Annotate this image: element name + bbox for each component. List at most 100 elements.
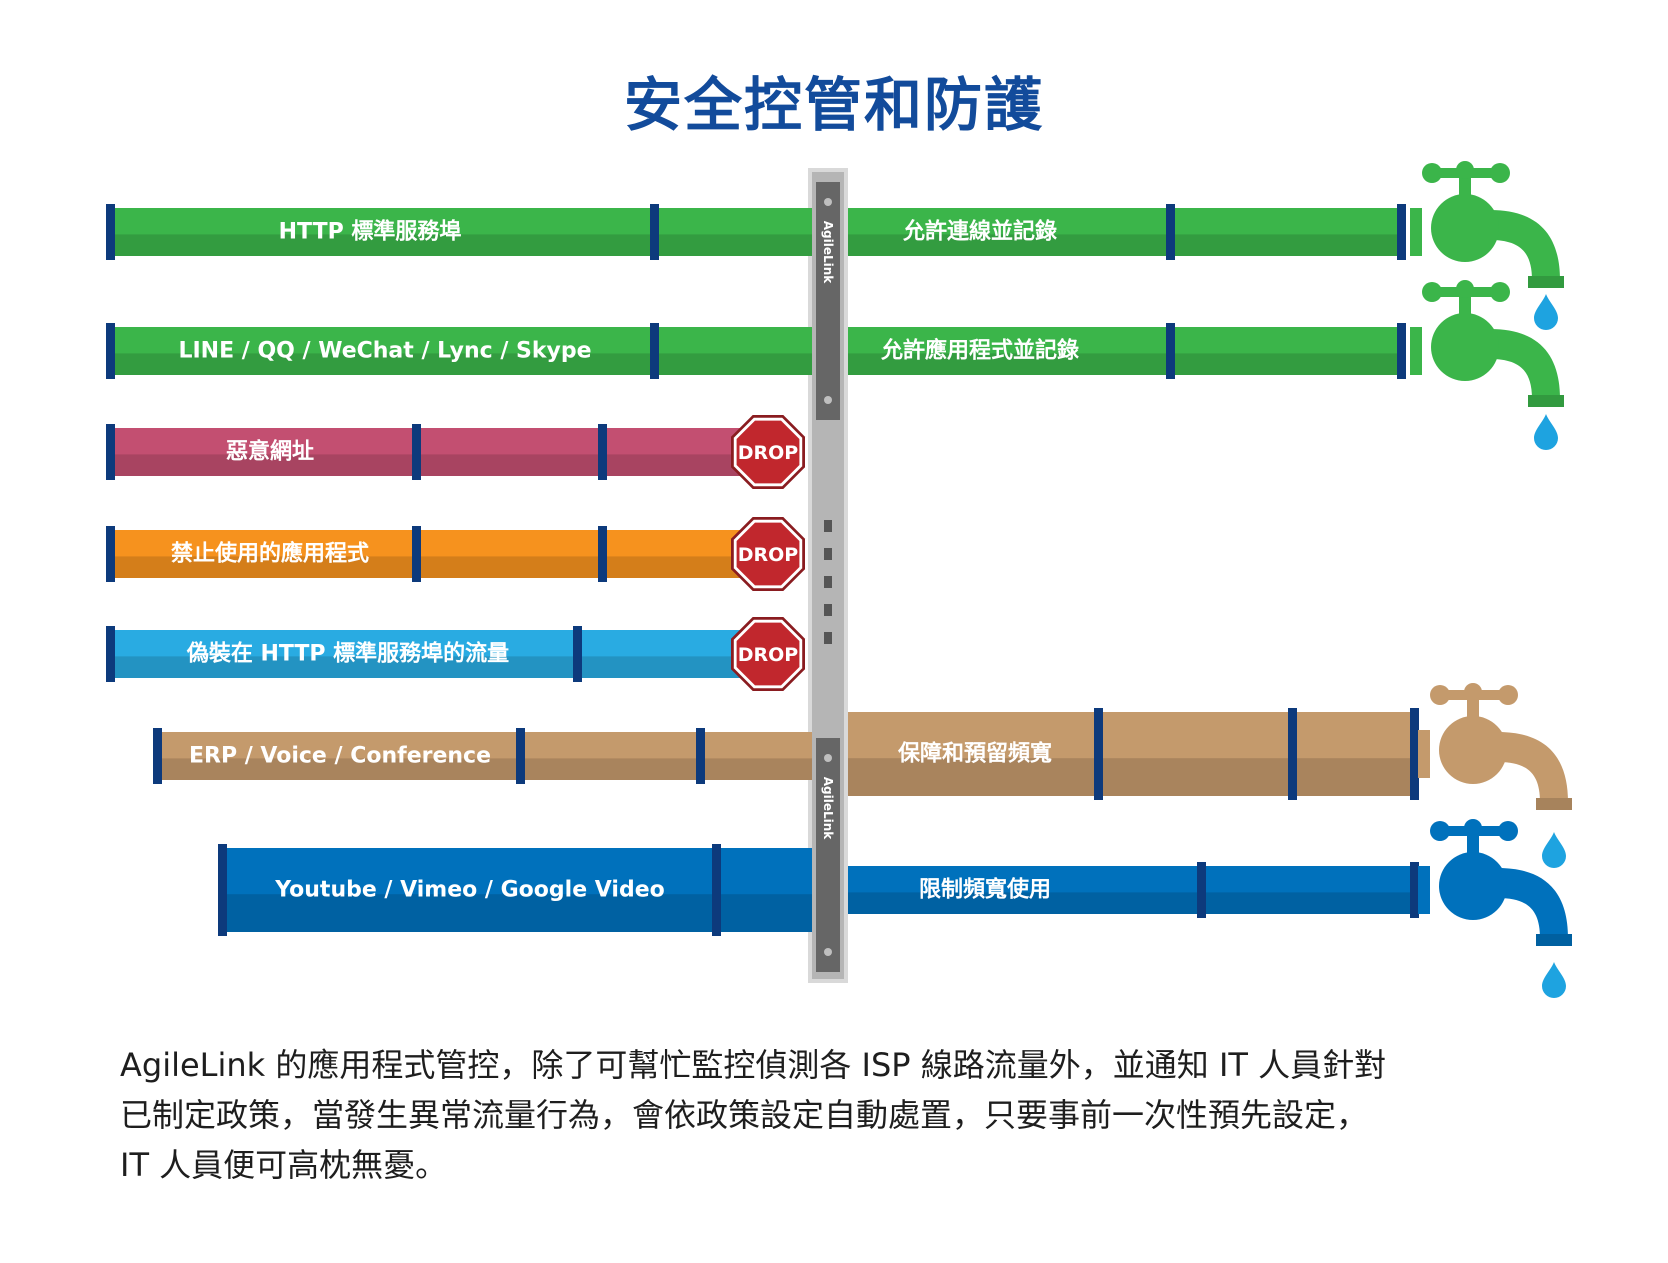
pipe-joint <box>412 526 421 582</box>
pipe-row: LINE / QQ / WeChat / Lync / Skype 允許應用程式並… <box>106 280 1564 450</box>
faucet-knob <box>1422 163 1442 183</box>
traffic-label: Youtube / Vimeo / Google Video <box>274 878 665 903</box>
pipe-joint <box>573 626 582 682</box>
traffic-label: HTTP 標準服務埠 <box>279 219 462 245</box>
faucet-collar <box>1418 730 1430 778</box>
pipe-joint <box>650 323 659 379</box>
pipe-shadow <box>157 758 812 780</box>
faucet-knob <box>1456 280 1474 298</box>
faucet-stem <box>1467 834 1479 858</box>
pipe-shadow <box>110 234 812 256</box>
traffic-label: 惡意網址 <box>226 439 314 465</box>
pipe-joint <box>1410 708 1419 800</box>
pipe-joint <box>412 424 421 480</box>
faucet-stem <box>1459 295 1471 319</box>
outbound-pipe <box>848 866 1414 914</box>
description: AgileLink 的應用程式管控，除了可幫忙監控偵測各 ISP 線路流量外，並… <box>120 1040 1570 1190</box>
drop-label: DROP <box>738 442 799 464</box>
pipe-row: 禁止使用的應用程式 DROP <box>106 517 805 591</box>
faucet-knob <box>1498 685 1518 705</box>
inbound-pipe <box>110 327 812 375</box>
stop-sign-face <box>736 622 800 686</box>
faucet-nozzle <box>1536 798 1572 810</box>
gateway-vent <box>824 576 832 588</box>
pipe-shadow <box>848 234 1406 256</box>
policy-label: 允許連線並記錄 <box>902 219 1057 245</box>
module-led <box>824 396 832 404</box>
module-led <box>824 754 832 762</box>
pipe-joint <box>696 728 705 784</box>
faucet-knob <box>1464 683 1482 701</box>
pipe-joint <box>106 424 115 480</box>
pipe-joint <box>516 728 525 784</box>
faucet-icon <box>1418 819 1572 998</box>
pipe-joint <box>650 204 659 260</box>
pipe-joint <box>106 204 115 260</box>
description-line: IT 人員便可高枕無憂。 <box>120 1146 448 1184</box>
pipe-joint <box>1094 708 1103 800</box>
pipe-row: HTTP 標準服務埠 允許連線並記錄 <box>106 161 1564 330</box>
water-drop-icon <box>1534 414 1558 450</box>
inbound-pipe <box>110 630 770 678</box>
gateway-vent <box>824 520 832 532</box>
faucet-body <box>1439 716 1507 784</box>
inbound-pipe <box>110 208 812 256</box>
drop-label: DROP <box>738 544 799 566</box>
outbound-pipe <box>848 208 1406 256</box>
pipe-joint <box>1166 323 1175 379</box>
drop-stop-sign: DROP <box>731 415 805 489</box>
faucet-knob <box>1422 282 1442 302</box>
faucet-collar <box>1410 208 1422 256</box>
water-drop-icon <box>1542 832 1566 868</box>
pipe-joint <box>1288 708 1297 800</box>
pipe-joint <box>1397 204 1406 260</box>
drop-stop-sign: DROP <box>731 517 805 591</box>
faucet-stem <box>1467 698 1479 722</box>
faucet-collar <box>1410 327 1422 375</box>
pipe-joint <box>106 526 115 582</box>
faucet-knob <box>1498 821 1518 841</box>
water-drop-icon <box>1534 294 1558 330</box>
gateway-vent <box>824 632 832 644</box>
pipe-joint <box>712 844 721 936</box>
faucet-knob <box>1430 685 1450 705</box>
traffic-label: 禁止使用的應用程式 <box>171 541 369 567</box>
faucet-knob <box>1464 819 1482 837</box>
description-line: 已制定政策，當發生異常流量行為，會依政策設定自動處置，只要事前一次性預先設定， <box>120 1096 1369 1134</box>
description-line: AgileLink 的應用程式管控，除了可幫忙監控偵測各 ISP 線路流量外，並… <box>120 1046 1387 1084</box>
traffic-label: 偽裝在 HTTP 標準服務埠的流量 <box>186 641 509 667</box>
pipe-joint <box>1410 862 1419 918</box>
faucet-knob <box>1490 163 1510 183</box>
faucet-body <box>1439 852 1507 920</box>
faucet-nozzle <box>1536 934 1572 946</box>
pipe-shadow <box>848 353 1406 375</box>
stop-sign-face <box>736 420 800 484</box>
pipe-joint <box>218 844 227 936</box>
module-led <box>824 198 832 206</box>
pipe-joint <box>598 526 607 582</box>
faucet-stem <box>1459 176 1471 200</box>
gateway-vent <box>824 604 832 616</box>
pipe-joint <box>106 626 115 682</box>
faucet-nozzle <box>1528 395 1564 407</box>
faucet-nozzle <box>1528 276 1564 288</box>
outbound-pipe <box>848 712 1414 796</box>
inbound-pipe <box>110 530 770 578</box>
policy-label: 允許應用程式並記錄 <box>880 338 1079 364</box>
traffic-label: LINE / QQ / WeChat / Lync / Skype <box>178 339 591 364</box>
agilelink-module: AgileLink <box>816 738 840 972</box>
faucet-icon <box>1418 683 1572 868</box>
pipe-row: 惡意網址 DROP <box>106 415 805 489</box>
stop-sign-face <box>736 522 800 586</box>
traffic-label: ERP / Voice / Conference <box>189 744 491 769</box>
inbound-pipe <box>110 428 770 476</box>
module-panel <box>816 182 840 420</box>
pipe-shadow <box>848 892 1414 914</box>
pipe-joint <box>106 323 115 379</box>
module-panel <box>816 738 840 972</box>
